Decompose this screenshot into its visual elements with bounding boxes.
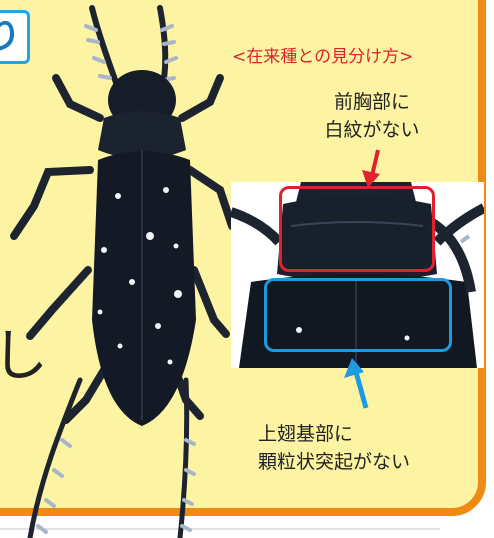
pronotum-highlight-box [279,186,435,272]
comparison-heading: <在来種との見分け方> [232,47,414,67]
elytra-note: 上翅基部に 顆粒状突起がない [258,420,478,476]
pronotum-note: 前胸部に 白紋がない [292,88,452,144]
closeup-photo [231,182,484,368]
pronotum-note-line2: 白紋がない [324,119,420,141]
beetle-pronotum [98,111,186,159]
bottom-strip [0,522,494,538]
divider-line [0,528,440,530]
beetle-lower-antennae [27,377,196,538]
blue-arrow [344,358,369,409]
beetle-elytra [92,151,196,426]
closeup-illustration [231,182,484,368]
elytra-note-line2: 顆粒状突起がない [258,451,411,473]
elytra-note-line1: 上翅基部に [258,423,354,445]
title-box: り [0,10,30,64]
elytra-base-highlight-box [264,278,452,352]
beetle-white-spots [97,187,182,365]
red-arrow [362,149,380,188]
title-partial-glyph: り [0,16,22,57]
pronotum-note-line1: 前胸部に [333,91,410,113]
side-partial-glyph: し [0,324,48,389]
